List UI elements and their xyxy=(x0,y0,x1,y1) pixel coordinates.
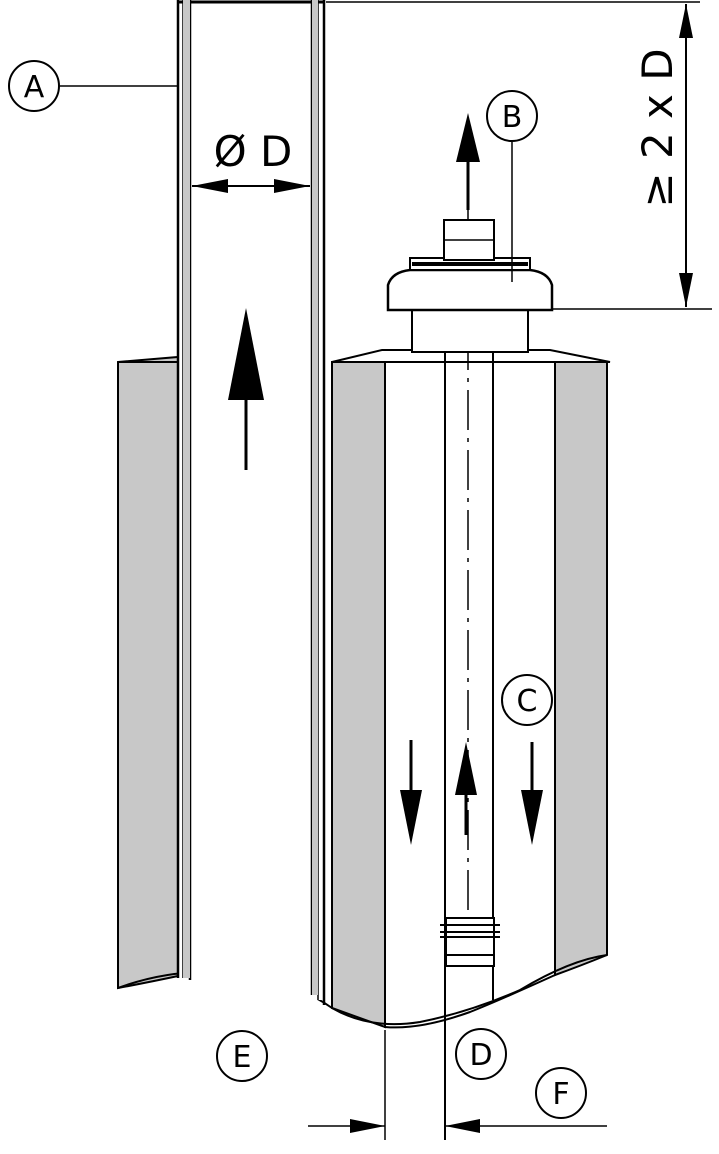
callout-d-label: D xyxy=(469,1038,492,1073)
callout-d: D xyxy=(455,1028,507,1080)
clearance-dimension xyxy=(308,1030,607,1140)
callout-c: C xyxy=(501,674,553,726)
inner-flue-pipe xyxy=(440,210,500,1140)
callout-e-label: E xyxy=(233,1040,252,1075)
flow-up-arrow-b xyxy=(456,113,480,210)
right-shaft xyxy=(331,349,611,1029)
callout-a-label: A xyxy=(24,70,45,105)
callout-e: E xyxy=(216,1030,268,1082)
pipe-a xyxy=(176,0,326,1005)
left-shaft-wall xyxy=(117,355,179,990)
callout-a: A xyxy=(8,60,178,112)
flow-up-arrow-center xyxy=(455,742,477,835)
flow-down-arrow-left xyxy=(400,740,422,845)
flow-down-arrow-right xyxy=(521,742,543,845)
diameter-label: Ø D xyxy=(214,127,293,176)
callout-b-label: B xyxy=(502,100,523,135)
flow-up-arrow-a xyxy=(228,308,264,470)
min-height-label: ≥ 2 x D xyxy=(633,48,682,207)
callout-b: B xyxy=(486,90,538,282)
callout-f: F xyxy=(535,1067,587,1119)
callout-f-label: F xyxy=(552,1077,569,1112)
terminal-cap xyxy=(386,219,554,353)
diameter-dimension: Ø D xyxy=(192,127,310,193)
callout-c-label: C xyxy=(517,684,538,719)
height-dimension: ≥ 2 x D xyxy=(326,1,712,310)
